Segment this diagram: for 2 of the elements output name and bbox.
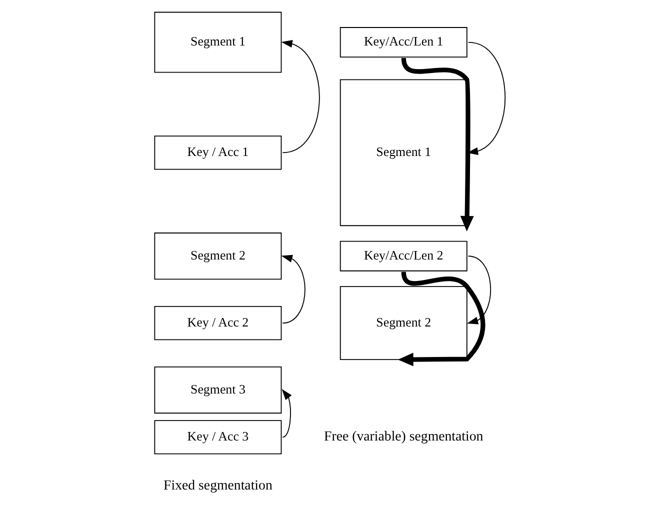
label: Fixed segmentation (163, 477, 272, 492)
label: Free (variable) segmentation (324, 428, 483, 444)
